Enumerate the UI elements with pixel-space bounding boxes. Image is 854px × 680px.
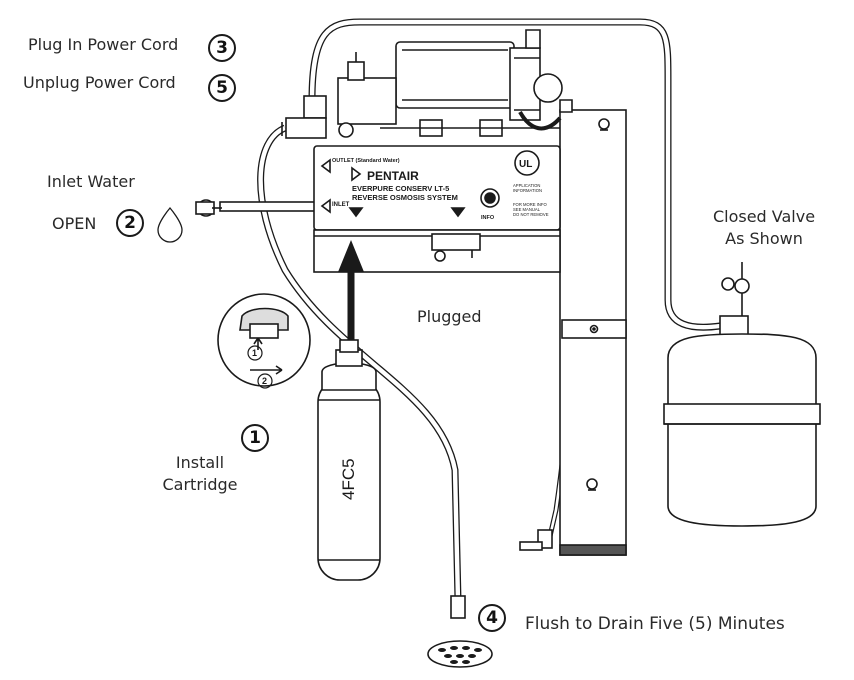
open-label: OPEN bbox=[52, 214, 97, 233]
ul-mark: UL bbox=[519, 159, 532, 170]
unplug-label: Unplug Power Cord bbox=[23, 73, 176, 92]
side-note: INFORMATION bbox=[513, 188, 542, 193]
water-drop-icon bbox=[157, 207, 183, 243]
side-note: DO NOT REMOVE bbox=[513, 212, 549, 217]
plug-in-label: Plug In Power Cord bbox=[28, 35, 179, 54]
side-note: SEE MANUAL bbox=[513, 207, 541, 212]
system-label: REVERSE OSMOSIS SYSTEM bbox=[352, 193, 458, 202]
side-note: FOR MORE INFO bbox=[513, 202, 547, 207]
install-cartridge-label: Install Cartridge bbox=[150, 452, 250, 495]
step-2-badge: 2 bbox=[116, 209, 144, 237]
closed-valve-label: Closed Valve As Shown bbox=[700, 206, 828, 249]
inlet-label: INLET bbox=[332, 202, 350, 208]
pump-motor bbox=[395, 41, 515, 109]
flush-label: Flush to Drain Five (5) Minutes bbox=[525, 614, 785, 634]
install-line-2: Cartridge bbox=[162, 474, 238, 494]
plugged-label: Plugged bbox=[417, 307, 482, 326]
step-3-badge: 3 bbox=[208, 34, 236, 62]
step-4-badge: 4 bbox=[478, 604, 506, 632]
model-label: EVERPURE CONSERV LT-5 bbox=[352, 184, 449, 193]
closed-valve-line-1: Closed Valve bbox=[712, 207, 816, 226]
step-1-badge: 1 bbox=[241, 424, 269, 452]
inlet-water-label: Inlet Water bbox=[47, 172, 135, 191]
cartridge-model-label: 4FC5 bbox=[339, 458, 358, 500]
inset-step-1: 1 bbox=[252, 348, 257, 358]
step-5-badge: 5 bbox=[208, 74, 236, 102]
inset-step-2: 2 bbox=[262, 376, 267, 386]
closed-valve-line-2: As Shown bbox=[725, 228, 803, 248]
storage-tank bbox=[667, 333, 817, 527]
install-arrow bbox=[338, 240, 364, 272]
side-note: APPLICATION bbox=[513, 183, 540, 188]
brand-logo: PENTAIR bbox=[367, 169, 419, 183]
install-line-1: Install bbox=[175, 453, 225, 472]
outlet-label: OUTLET (Standard Water) bbox=[332, 158, 400, 164]
info-label: INFO bbox=[481, 215, 495, 221]
